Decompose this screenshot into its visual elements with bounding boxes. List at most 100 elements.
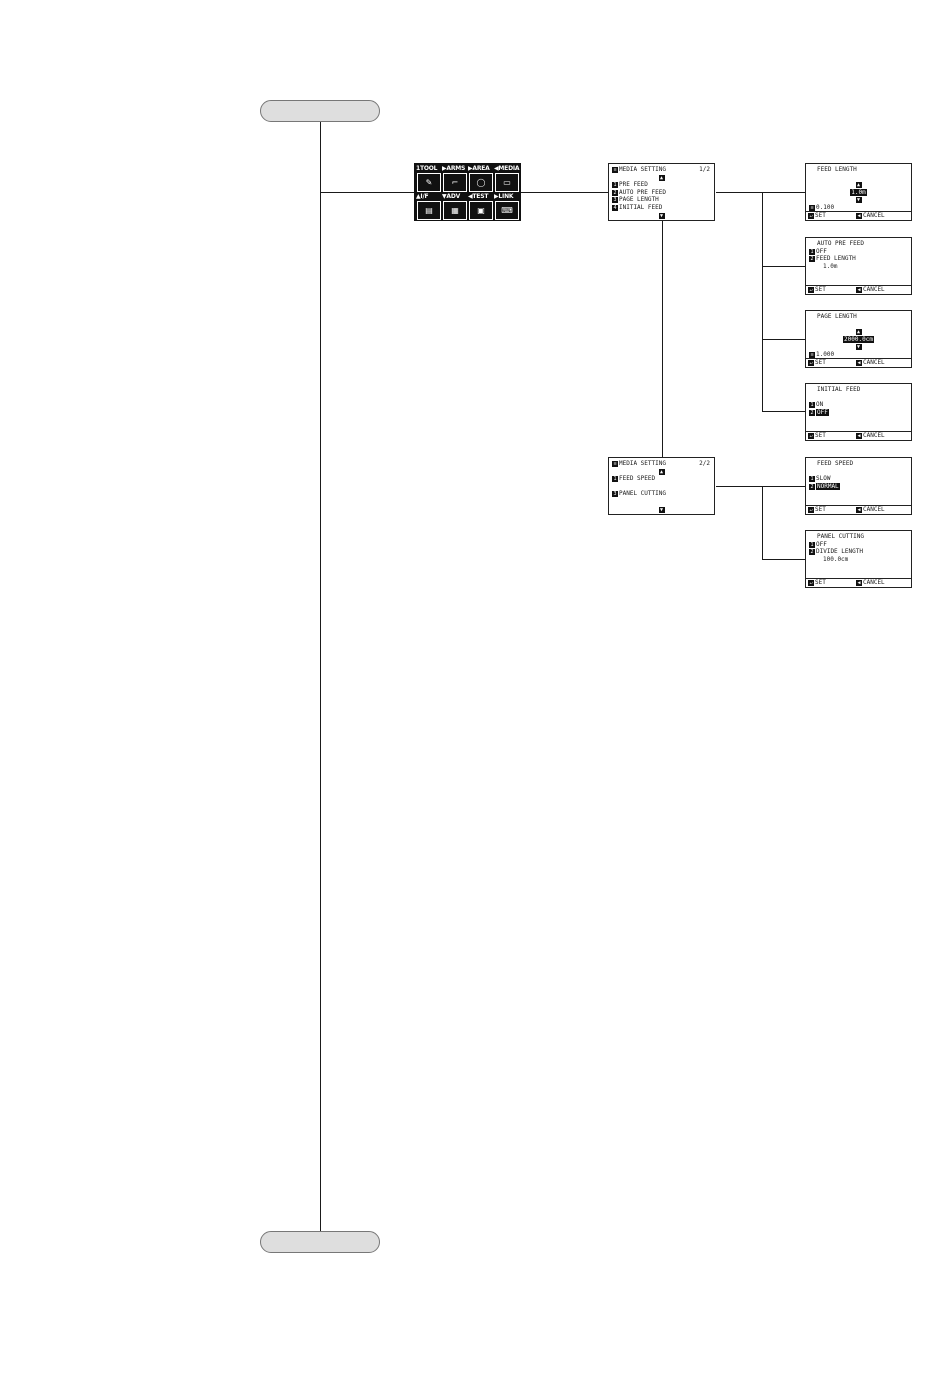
enter-key-icon: ↵ xyxy=(808,360,814,366)
screen-title: PAGE LENGTH xyxy=(817,313,857,320)
test-icon: ▣ xyxy=(469,201,493,220)
cancel-button[interactable]: CANCEL xyxy=(863,506,885,513)
cancel-button[interactable]: CANCEL xyxy=(863,359,885,366)
back-key-icon: ◀ xyxy=(856,507,862,513)
option-label: NORMAL xyxy=(816,482,840,490)
menu-label-area: ▶AREA xyxy=(468,165,490,172)
key-badge-1: 1 xyxy=(809,248,815,255)
cancel-button[interactable]: CANCEL xyxy=(863,432,885,439)
enter-key-icon: ↵ xyxy=(808,507,814,513)
cancel-button[interactable]: CANCEL xyxy=(863,579,885,586)
branch-to-page-length xyxy=(762,339,805,340)
set-button[interactable]: SET xyxy=(815,212,826,219)
step-key-icon: ≡ xyxy=(809,351,815,358)
option-label: OFF xyxy=(816,540,827,548)
page-length-value[interactable]: 2000.0cm xyxy=(843,335,874,343)
menu-item-label: PAGE LENGTH xyxy=(619,196,659,204)
main-menu-screen: 1TOOL ▶ARMS ▶AREA ◀MEDIA ✎ ⌐ ◯ ▭ ▲I/F ▼A… xyxy=(414,163,521,221)
branch-to-initial-feed xyxy=(762,411,805,412)
media-icon: ▭ xyxy=(495,173,519,192)
option-sub-value: 1.0m xyxy=(823,262,838,270)
down-arrow-icon: ▼ xyxy=(658,212,665,219)
up-arrow-icon: ▲ xyxy=(855,182,862,189)
key-badge-1: 1 xyxy=(809,402,815,409)
menu-key-icon: ≡ xyxy=(612,461,618,467)
menu-item-label: PANEL CUTTING xyxy=(619,490,666,498)
down-arrow-icon: ▼ xyxy=(855,197,862,204)
branch-vertical-1 xyxy=(762,192,763,411)
set-button[interactable]: SET xyxy=(815,579,826,586)
arms-icon: ⌐ xyxy=(443,173,467,192)
feed-length-value[interactable]: 1.0m xyxy=(850,188,867,196)
set-button[interactable]: SET xyxy=(815,432,826,439)
branch-to-auto-pre-feed xyxy=(762,266,805,267)
key-badge-2: 2 xyxy=(809,256,815,263)
option-label: FEED LENGTH xyxy=(816,255,856,263)
cancel-button[interactable]: CANCEL xyxy=(863,212,885,219)
connector-menu-to-media-1 xyxy=(521,192,609,193)
main-vertical-line xyxy=(320,122,321,1232)
option-label: OFF xyxy=(816,247,827,255)
enter-key-icon: ↵ xyxy=(808,580,814,586)
screen-title: MEDIA SETTING xyxy=(619,166,666,173)
branch-to-feed-length xyxy=(762,192,805,193)
step-value: 0.100 xyxy=(816,203,835,211)
menu-label-advanced: ▼ADV xyxy=(442,193,461,200)
enter-key-icon: ↵ xyxy=(808,213,814,219)
set-button[interactable]: SET xyxy=(815,506,826,513)
menu-key-icon: ≡ xyxy=(612,167,618,173)
menu-item-label: AUTO PRE FEED xyxy=(619,188,666,196)
menu-label-arms: ▶ARMS xyxy=(442,165,466,172)
connector-media-2-out xyxy=(716,486,762,487)
menu-label-media: ◀MEDIA xyxy=(494,165,520,172)
key-badge-2: 2 xyxy=(809,483,815,490)
branch-vertical-2 xyxy=(762,486,763,559)
area-icon: ◯ xyxy=(469,173,493,192)
down-arrow-icon: ▼ xyxy=(855,344,862,351)
screen-title: MEDIA SETTING xyxy=(619,460,666,467)
screen-title: INITIAL FEED xyxy=(817,386,861,393)
cancel-button[interactable]: CANCEL xyxy=(863,286,885,293)
screen-title: FEED SPEED xyxy=(817,460,854,467)
menu-label-link: ▶LINK xyxy=(494,193,514,200)
set-button[interactable]: SET xyxy=(815,286,826,293)
option-label: DIVIDE LENGTH xyxy=(816,548,863,556)
key-badge-2: 2 xyxy=(809,409,815,416)
key-badge: 1 xyxy=(612,476,618,483)
back-key-icon: ◀ xyxy=(856,433,862,439)
menu-label-test: ◀TEST xyxy=(468,193,489,200)
option-label: ON xyxy=(816,401,824,409)
enter-key-icon: ↵ xyxy=(808,287,814,293)
back-key-icon: ◀ xyxy=(856,287,862,293)
key-badge-1: 1 xyxy=(809,476,815,483)
connector-media-1-out xyxy=(716,192,762,193)
menu-label-tool: 1TOOL xyxy=(416,165,438,172)
up-arrow-icon: ▲ xyxy=(658,468,665,475)
feed-length-screen: FEED LENGTH ▲ 1.0m ▼ ≡0.100 ↵SET◀CANCEL xyxy=(805,163,912,221)
branch-to-panel-cutting xyxy=(762,559,805,560)
screen-title: PANEL CUTTING xyxy=(817,533,864,540)
key-badge-1: 1 xyxy=(809,541,815,548)
start-terminal xyxy=(260,100,380,122)
branch-to-feed-speed xyxy=(762,486,805,487)
set-button[interactable]: SET xyxy=(815,359,826,366)
key-badge: 3 xyxy=(612,197,618,204)
connector-media-1-to-media-2 xyxy=(662,221,663,457)
